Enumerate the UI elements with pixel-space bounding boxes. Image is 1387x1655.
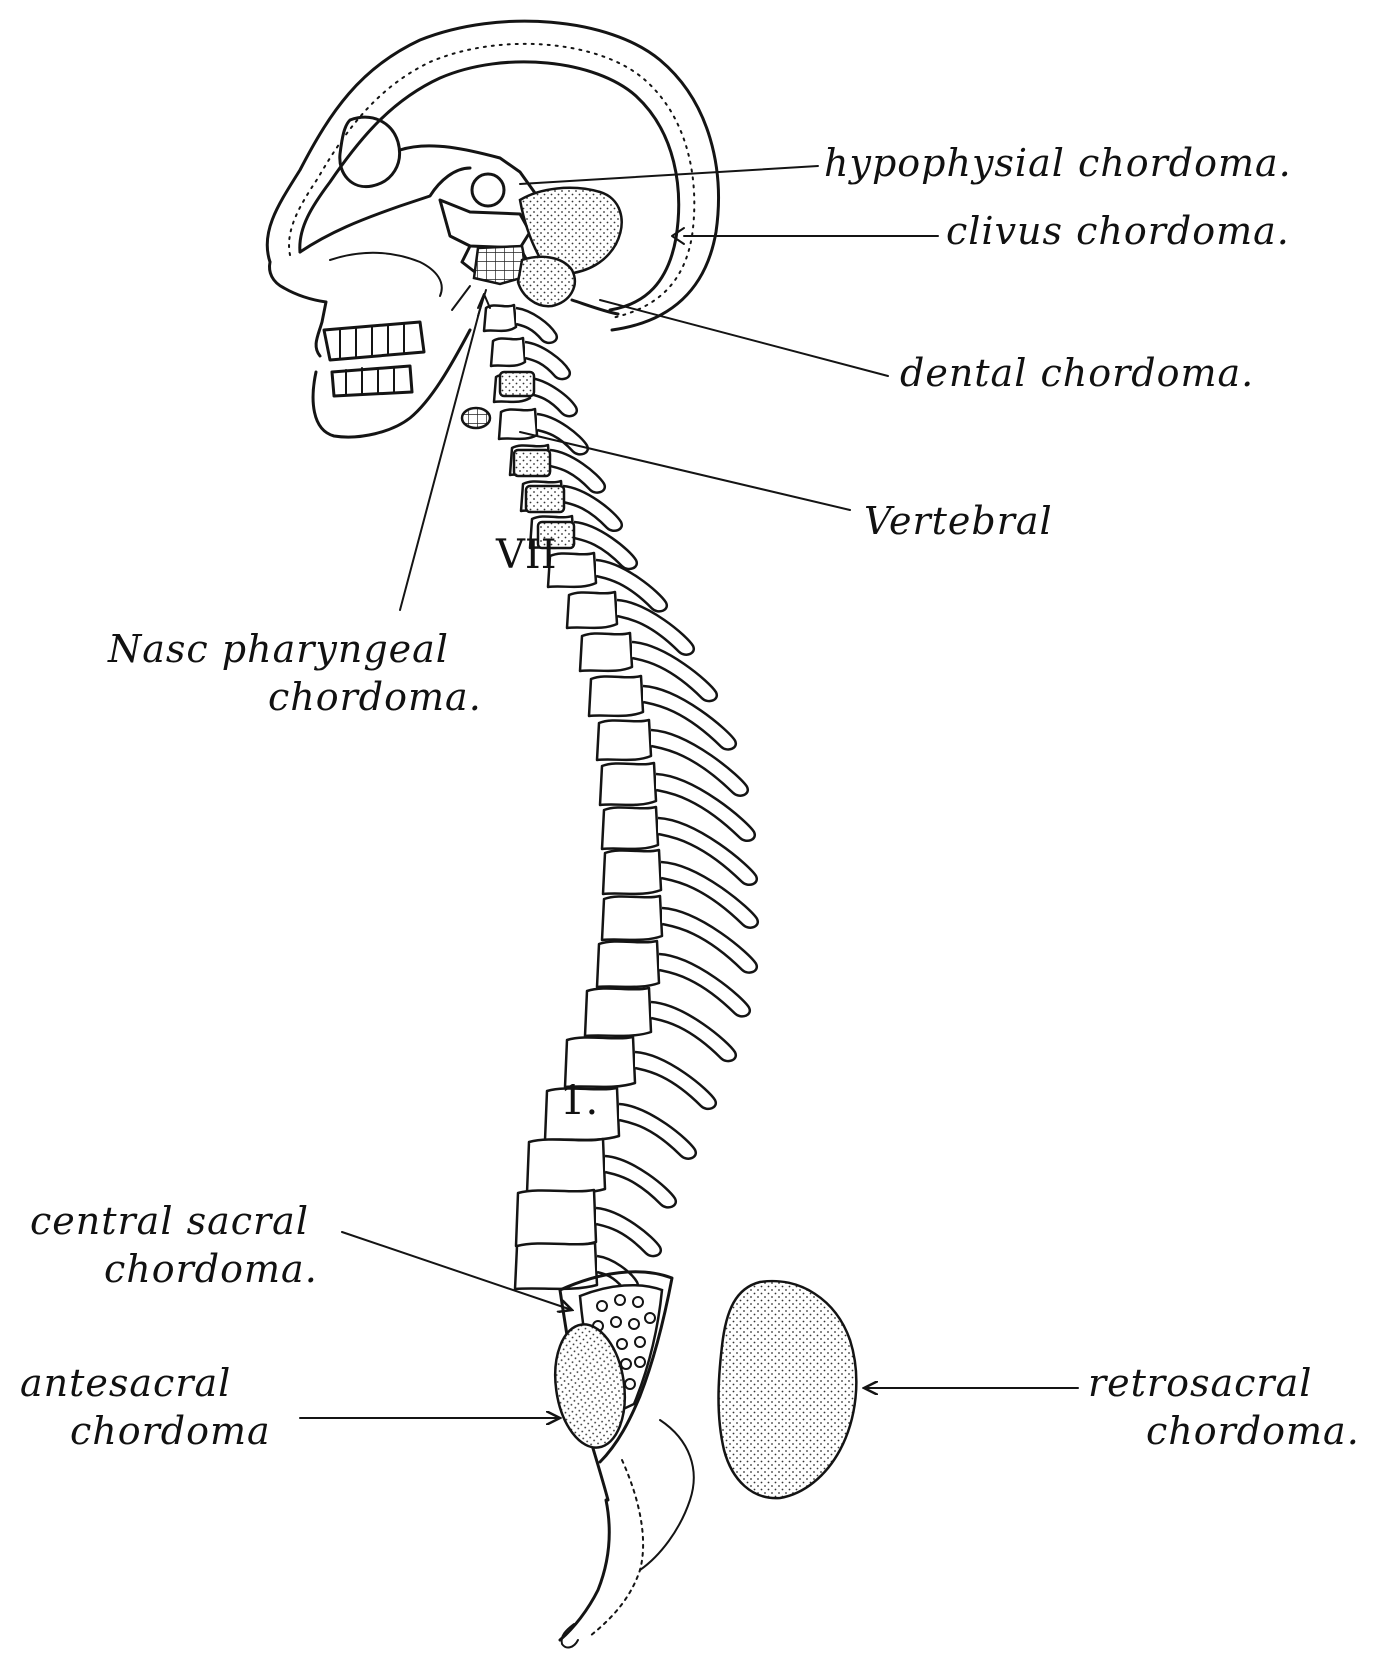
dental-chordoma-label: dental chordoma.	[900, 350, 1254, 398]
antesacral-line-1: antesacral	[20, 1360, 271, 1408]
vertebra-body	[602, 807, 658, 849]
vertebra-body	[589, 676, 643, 716]
central-sacral-line-1: central sacral	[30, 1198, 318, 1246]
retrosacral-line-1: retrosacral	[1088, 1360, 1360, 1408]
nasopharyngeal-line-1: Nasc pharyngeal	[108, 626, 482, 674]
nasopharyngeal-line-2: chordoma.	[108, 674, 482, 722]
vertebra-body	[597, 720, 651, 760]
vertebra-body	[484, 305, 516, 331]
vertebra-body	[585, 988, 651, 1036]
vertebra-body	[603, 850, 661, 894]
vertebra-body	[597, 941, 659, 987]
spinous-process	[596, 1208, 661, 1256]
retrosacral-line-2: chordoma.	[1088, 1408, 1360, 1456]
vertebra-body	[516, 1190, 596, 1246]
cervical-vii-marker: VII	[495, 532, 557, 578]
skull	[267, 21, 718, 437]
central-sacral-line-2: chordoma.	[30, 1246, 318, 1294]
vertebra-body	[515, 1243, 597, 1289]
antesacral-chordoma-label: antesacral chordoma	[20, 1360, 271, 1455]
spinous-process	[530, 378, 577, 416]
vertebra-body	[567, 592, 617, 628]
clivus-chordoma-label: clivus chordoma.	[946, 208, 1290, 256]
nasopharyngeal-chordoma-label: Nasc pharyngeal chordoma.	[108, 626, 482, 721]
vertebra-body	[600, 763, 656, 805]
spinous-process	[635, 1052, 716, 1109]
retrosacral-chordoma-label: retrosacral chordoma.	[1088, 1360, 1360, 1455]
spinous-process	[619, 1104, 696, 1159]
vertebra-body	[491, 338, 525, 366]
central-sacral-chordoma-label: central sacral chordoma.	[30, 1198, 318, 1293]
vertebra-body	[580, 633, 632, 671]
lumbar-one-marker: 1.	[560, 1078, 598, 1124]
nasopharyngeal-leader	[400, 294, 484, 610]
vertebra-body	[602, 896, 662, 940]
vertebra-body	[527, 1139, 605, 1193]
dental-leader	[600, 300, 888, 376]
retrosacral-tumor	[719, 1281, 857, 1498]
spinous-process	[605, 1156, 676, 1207]
hypophysial-chordoma-label: hypophysial chordoma.	[824, 140, 1292, 188]
antesacral-line-2: chordoma	[20, 1408, 271, 1456]
hypophysial-leader	[520, 166, 818, 184]
spinous-process	[651, 1002, 736, 1061]
vertebral-label: Vertebral	[864, 498, 1053, 546]
